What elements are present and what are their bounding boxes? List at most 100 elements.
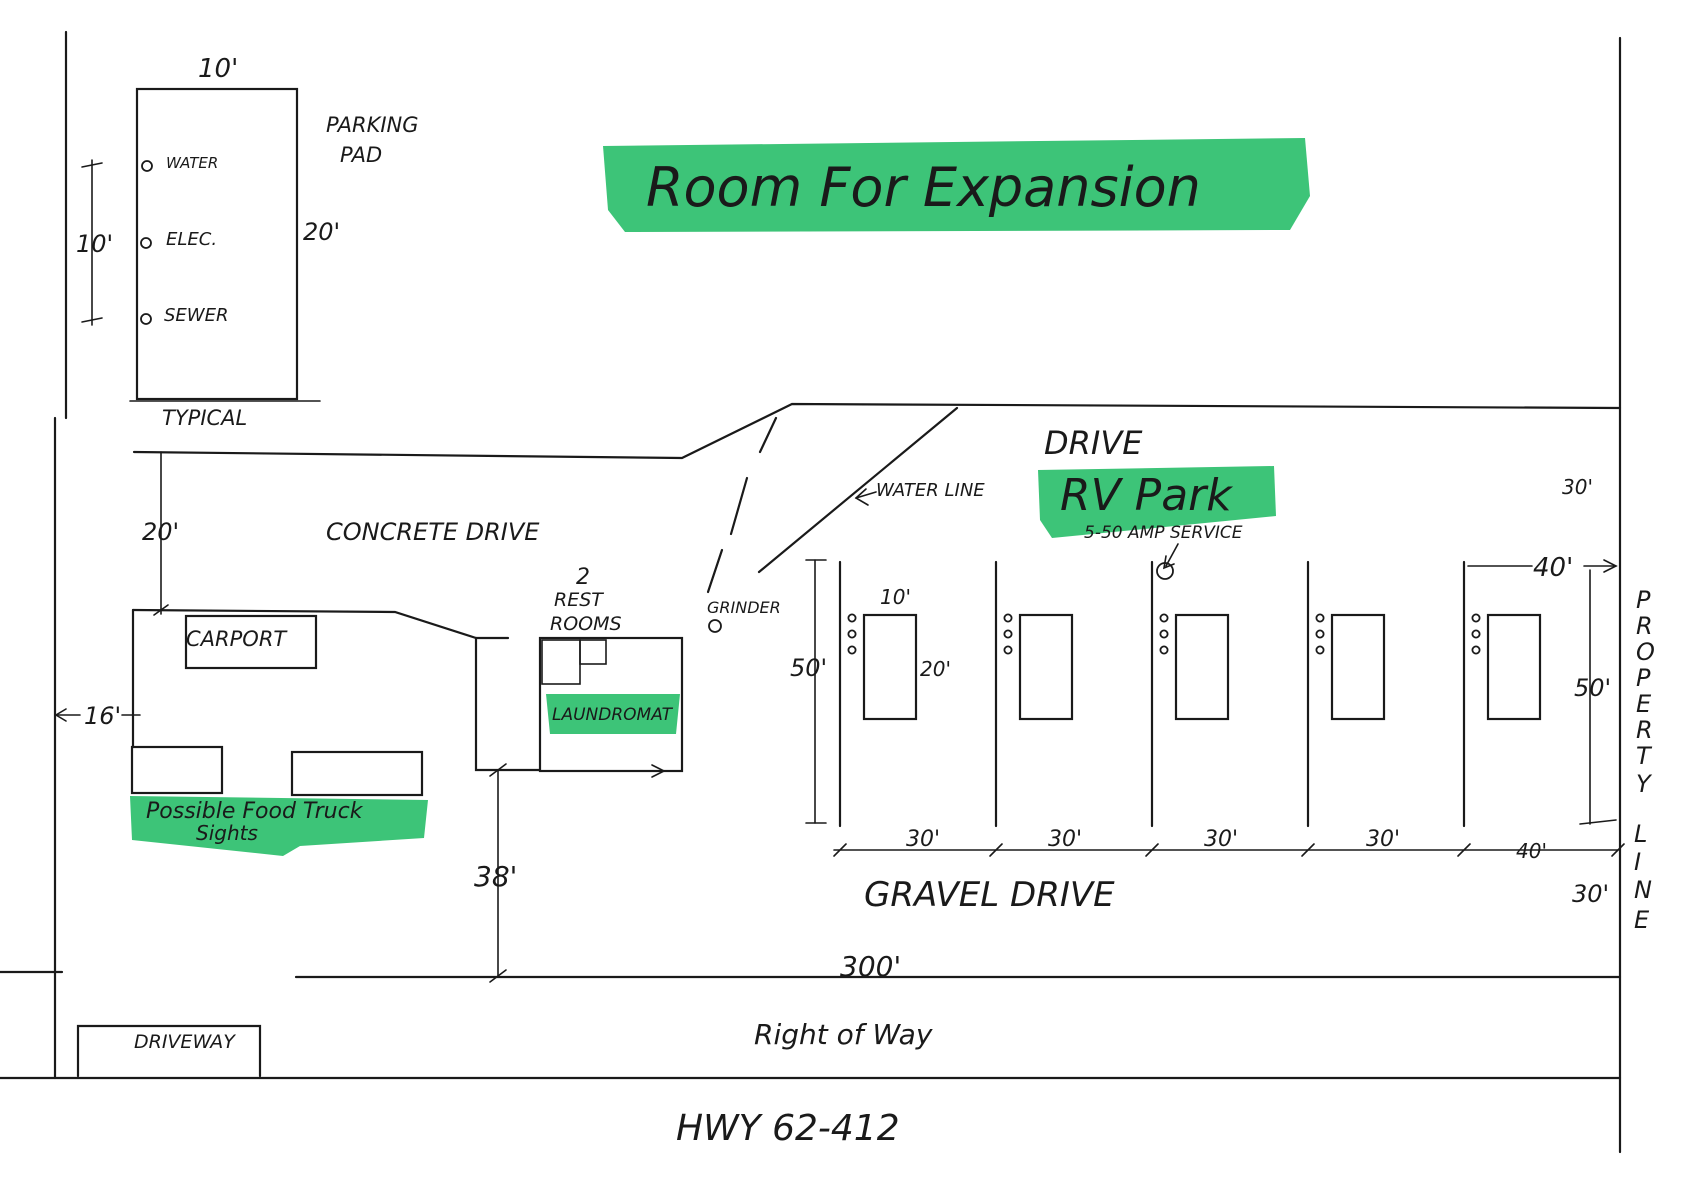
- hookup-dot: [847, 613, 857, 623]
- entry-drive-lines: [706, 406, 959, 594]
- dimension-tick: [1611, 843, 1625, 857]
- hookup-dot: [847, 629, 857, 639]
- property-line-letter: R: [1636, 612, 1653, 640]
- pad-length-label: 20': [303, 218, 340, 246]
- dimension-tick: [989, 843, 1003, 857]
- pad-caption: TYPICAL: [162, 406, 247, 430]
- expansion-label: Room For Expansion: [646, 156, 1201, 219]
- hookup-dot: [1159, 629, 1169, 639]
- rv-park: DRIVE RV Park 5-50 AMP SERVICE 50' 10' 2…: [790, 424, 1625, 863]
- hookup-dot: [1471, 629, 1481, 639]
- property-line-letter: O: [1636, 638, 1655, 666]
- concrete-drive: 20' CONCRETE DRIVE: [131, 402, 1622, 640]
- site-width-2: 30': [1048, 827, 1082, 852]
- hookup-dot: [1315, 629, 1325, 639]
- rv-pad: [1330, 613, 1386, 721]
- pad-title-line1: PARKING: [326, 113, 419, 137]
- water-line-label: WATER LINE: [876, 480, 985, 501]
- restroom-building: 2 REST ROOMS LAUNDROMAT: [474, 565, 684, 778]
- carport-label: CARPORT: [186, 627, 288, 651]
- hookup-dot: [847, 645, 857, 655]
- hookup-sewer: SEWER: [164, 305, 228, 326]
- property-line-letter: L: [1634, 820, 1647, 848]
- site-width-1: 30': [906, 827, 940, 852]
- restroom-line1: REST: [554, 589, 604, 611]
- hookup-water: WATER: [166, 154, 218, 172]
- expansion-area: Room For Expansion: [603, 138, 1310, 232]
- site-width-3: 30': [1204, 827, 1238, 852]
- drive-label: DRIVE: [1044, 424, 1143, 462]
- property-line-letter: R: [1636, 716, 1653, 744]
- restroom-count: 2: [576, 565, 590, 590]
- hookup-dot: [1159, 645, 1169, 655]
- front-setback-label: 38': [474, 860, 517, 893]
- site-depth-right: 50': [1574, 674, 1611, 702]
- hookup-dot: [1003, 629, 1013, 639]
- concrete-drive-label: CONCRETE DRIVE: [326, 518, 540, 546]
- dimension-tick: [1301, 843, 1315, 857]
- hookup-dot: [1315, 613, 1325, 623]
- pad-spacing-label: 10': [76, 230, 113, 258]
- hookup-dot: [1003, 645, 1013, 655]
- rv-pad: [862, 613, 918, 721]
- hookup-dot: [1471, 613, 1481, 623]
- hookup-elec: ELEC.: [166, 229, 217, 250]
- rv-park-service: 5-50 AMP SERVICE: [1084, 523, 1243, 543]
- site-width-4: 30': [1366, 827, 1400, 852]
- site-depth-left: 50': [790, 654, 827, 682]
- food-truck-line1: Possible Food Truck: [146, 799, 364, 824]
- grinder-label: GRINDER: [707, 598, 781, 617]
- carport: CARPORT: [184, 614, 318, 670]
- driveway: DRIVEWAY: [76, 1024, 262, 1078]
- pad-length-rv: 20': [920, 657, 951, 681]
- rv-sites: [838, 560, 1542, 828]
- right-setback-bottom: 30': [1572, 880, 1609, 908]
- front-setback-dimension: 38': [474, 763, 517, 983]
- property-line-letter: E: [1636, 690, 1652, 718]
- property-line-letter: I: [1634, 848, 1641, 876]
- rv-pad: [1018, 613, 1074, 721]
- right-setback-top: 30': [1562, 475, 1593, 499]
- water-line-text: WATER LINE: [876, 480, 985, 501]
- site-width-5: 40': [1516, 839, 1547, 863]
- property-line-letter: P: [1636, 586, 1651, 614]
- grinder: GRINDER: [707, 598, 781, 633]
- site-width-last: 40': [1533, 553, 1573, 583]
- rv-pad: [1486, 613, 1542, 721]
- hookup-dot: [1471, 645, 1481, 655]
- water-line-label-group: WATER LINE: [854, 480, 985, 506]
- frontage-label: 300': [840, 950, 901, 983]
- site-width-ticks: [833, 843, 1625, 857]
- property-boundary: [0, 30, 1622, 1154]
- rv-pad: [1174, 613, 1230, 721]
- hookup-dot: [1003, 613, 1013, 623]
- pad-width-label: 10': [198, 54, 238, 84]
- highway-label: HWY 62-412: [676, 1108, 900, 1149]
- restroom-line2: ROOMS: [550, 613, 622, 635]
- rv-park-title: RV Park: [1060, 470, 1233, 521]
- laundromat-label: LAUNDROMAT: [552, 705, 674, 725]
- food-truck-line2: Sights: [196, 821, 258, 845]
- pad-width-rv: 10': [880, 585, 911, 609]
- property-line-letter: T: [1636, 742, 1653, 770]
- concrete-drive-width: 20': [142, 518, 179, 546]
- driveway-label: DRIVEWAY: [134, 1031, 236, 1053]
- dimension-tick: [833, 843, 847, 857]
- property-line-letter: E: [1634, 906, 1650, 934]
- hookup-dot: [1315, 645, 1325, 655]
- pad-title-line2: PAD: [340, 143, 382, 167]
- property-line-letter: Y: [1636, 770, 1653, 798]
- left-setback-dimension: 16': [54, 702, 141, 730]
- gravel-drive-label: GRAVEL DRIVE: [864, 875, 1115, 915]
- property-line-letter: N: [1634, 876, 1652, 904]
- typical-parking-pad: 10' 20' PARKING PAD 10' WATER ELEC. SEWE…: [76, 54, 419, 430]
- food-truck-area: Possible Food Truck Sights: [130, 608, 428, 856]
- dimension-tick: [1145, 843, 1159, 857]
- left-setback-label: 16': [84, 702, 121, 730]
- hookup-dot: [1159, 613, 1169, 623]
- dimension-tick: [1457, 843, 1471, 857]
- right-of-way-label: Right of Way: [754, 1018, 933, 1051]
- property-line-letter: P: [1636, 664, 1651, 692]
